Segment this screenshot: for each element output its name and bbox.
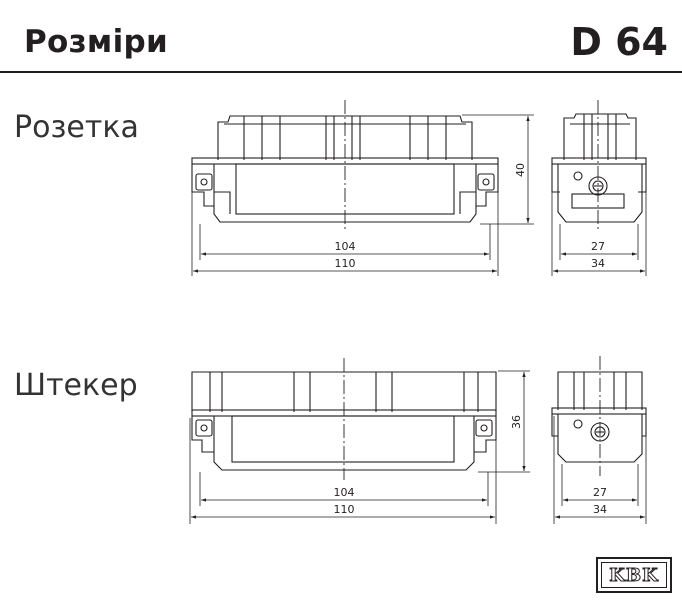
- socket-width-110: 110: [335, 257, 356, 270]
- kbk-logo-text: KBK: [601, 562, 667, 588]
- section-label-socket: Розетка: [14, 110, 139, 145]
- header-divider: [0, 71, 682, 73]
- plug-dimension-lines: [189, 370, 530, 524]
- socket-side-view: [551, 113, 647, 223]
- socket-side-dimension-lines: [551, 166, 647, 276]
- plug-side-27: 27: [593, 486, 607, 499]
- kbk-logo: KBK: [596, 557, 672, 593]
- plug-side-view: [551, 371, 647, 463]
- page-title: Розміри: [24, 24, 169, 60]
- socket-width-104: 104: [335, 240, 356, 253]
- socket-dimension-lines: [191, 114, 534, 276]
- socket-side-27: 27: [591, 240, 605, 253]
- plug-side-34: 34: [593, 503, 607, 516]
- plug-width-104: 104: [334, 486, 355, 499]
- plug-width-110: 110: [334, 503, 355, 516]
- section-label-plug: Штекер: [14, 368, 138, 403]
- socket-height-40: 40: [514, 163, 527, 177]
- product-code: D 64: [570, 20, 668, 64]
- plug-height-36: 36: [510, 415, 523, 429]
- plug-side-dimension-lines: [553, 416, 647, 524]
- socket-side-34: 34: [591, 257, 605, 270]
